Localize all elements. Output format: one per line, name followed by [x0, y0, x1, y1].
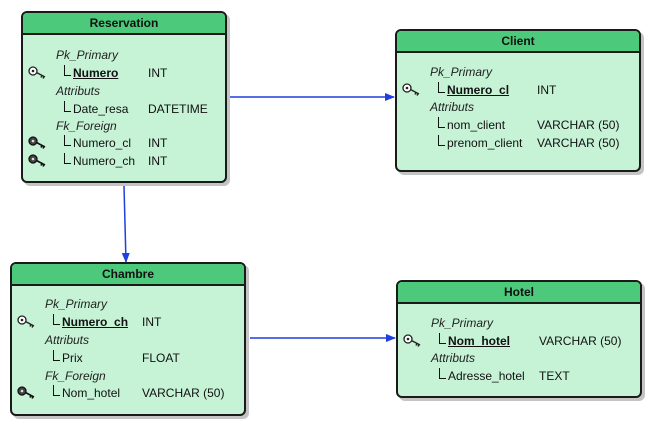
key-outline-icon	[17, 314, 37, 328]
section-pk-primary: Pk_Primary	[431, 316, 494, 330]
field-type: VARCHAR (50)	[539, 334, 622, 348]
entity-client[interactable]: Client Pk_Primary Numero_cl INT Attribut…	[395, 29, 641, 172]
field-type: VARCHAR (50)	[142, 386, 225, 400]
field-type: INT	[148, 136, 168, 150]
field-type: INT	[148, 154, 168, 168]
field-type: TEXT	[539, 369, 570, 383]
field-type: INT	[537, 83, 557, 97]
field-name: Numero_ch	[73, 154, 136, 168]
field-row-pk[interactable]: Nom_hotel	[439, 333, 510, 349]
field-row-attribute[interactable]: Adresse_hotel	[439, 368, 525, 384]
field-row-fk[interactable]: Nom_hotel	[53, 385, 120, 401]
field-name: prenom_client	[447, 136, 523, 150]
field-name: Numero_cl	[73, 136, 132, 150]
field-name: nom_client	[447, 118, 506, 132]
section-pk-primary: Pk_Primary	[56, 48, 119, 62]
field-name: Date_resa	[73, 102, 129, 116]
field-type: VARCHAR (50)	[537, 118, 620, 132]
field-name: Numero_cl	[447, 83, 510, 97]
field-row-attribute[interactable]: Date_resa	[64, 101, 128, 117]
entity-title: Reservation	[23, 13, 225, 35]
section-attributs: Attributs	[45, 333, 90, 347]
field-name: Numero_ch	[62, 315, 129, 329]
field-row-attribute[interactable]: Prix	[53, 350, 83, 366]
key-dark-icon	[28, 153, 48, 167]
entity-reservation[interactable]: Reservation Pk_Primary Numero INT Attrib…	[21, 11, 227, 183]
entity-title: Client	[397, 31, 639, 53]
entity-chambre[interactable]: Chambre Pk_Primary Numero_ch INT Attribu…	[10, 262, 246, 416]
field-row-fk[interactable]: Numero_cl	[64, 135, 131, 151]
section-attributs: Attributs	[430, 100, 475, 114]
field-name: Prix	[62, 351, 83, 365]
field-type: INT	[142, 315, 162, 329]
key-dark-icon	[28, 135, 48, 149]
field-type: INT	[148, 66, 168, 80]
key-dark-icon	[17, 385, 37, 399]
field-row-pk[interactable]: Numero	[64, 65, 118, 81]
section-pk-primary: Pk_Primary	[430, 65, 493, 79]
field-type: VARCHAR (50)	[537, 136, 620, 150]
section-attributs: Attributs	[56, 84, 101, 98]
field-type: DATETIME	[148, 102, 208, 116]
field-name: Nom_hotel	[448, 334, 511, 348]
section-fk-foreign: Fk_Foreign	[56, 119, 117, 133]
field-name: Adresse_hotel	[448, 369, 525, 383]
field-row-pk[interactable]: Numero_cl	[438, 82, 509, 98]
field-row-attribute[interactable]: prenom_client	[438, 135, 522, 151]
field-type: FLOAT	[142, 351, 180, 365]
key-outline-icon	[28, 65, 48, 79]
section-attributs: Attributs	[431, 351, 476, 365]
relation-reservation-chambre[interactable]	[121, 185, 130, 263]
entity-hotel[interactable]: Hotel Pk_Primary Nom_hotel VARCHAR (50) …	[396, 280, 642, 398]
entity-title: Chambre	[12, 264, 244, 286]
entity-title: Hotel	[398, 282, 640, 304]
field-name: Nom_hotel	[62, 386, 121, 400]
key-outline-icon	[402, 82, 422, 96]
field-row-fk[interactable]: Numero_ch	[64, 153, 135, 169]
section-pk-primary: Pk_Primary	[45, 297, 108, 311]
field-row-attribute[interactable]: nom_client	[438, 117, 505, 133]
field-row-pk[interactable]: Numero_ch	[53, 314, 128, 330]
field-name: Numero	[73, 66, 119, 80]
key-outline-icon	[403, 333, 423, 347]
section-fk-foreign: Fk_Foreign	[45, 369, 106, 383]
